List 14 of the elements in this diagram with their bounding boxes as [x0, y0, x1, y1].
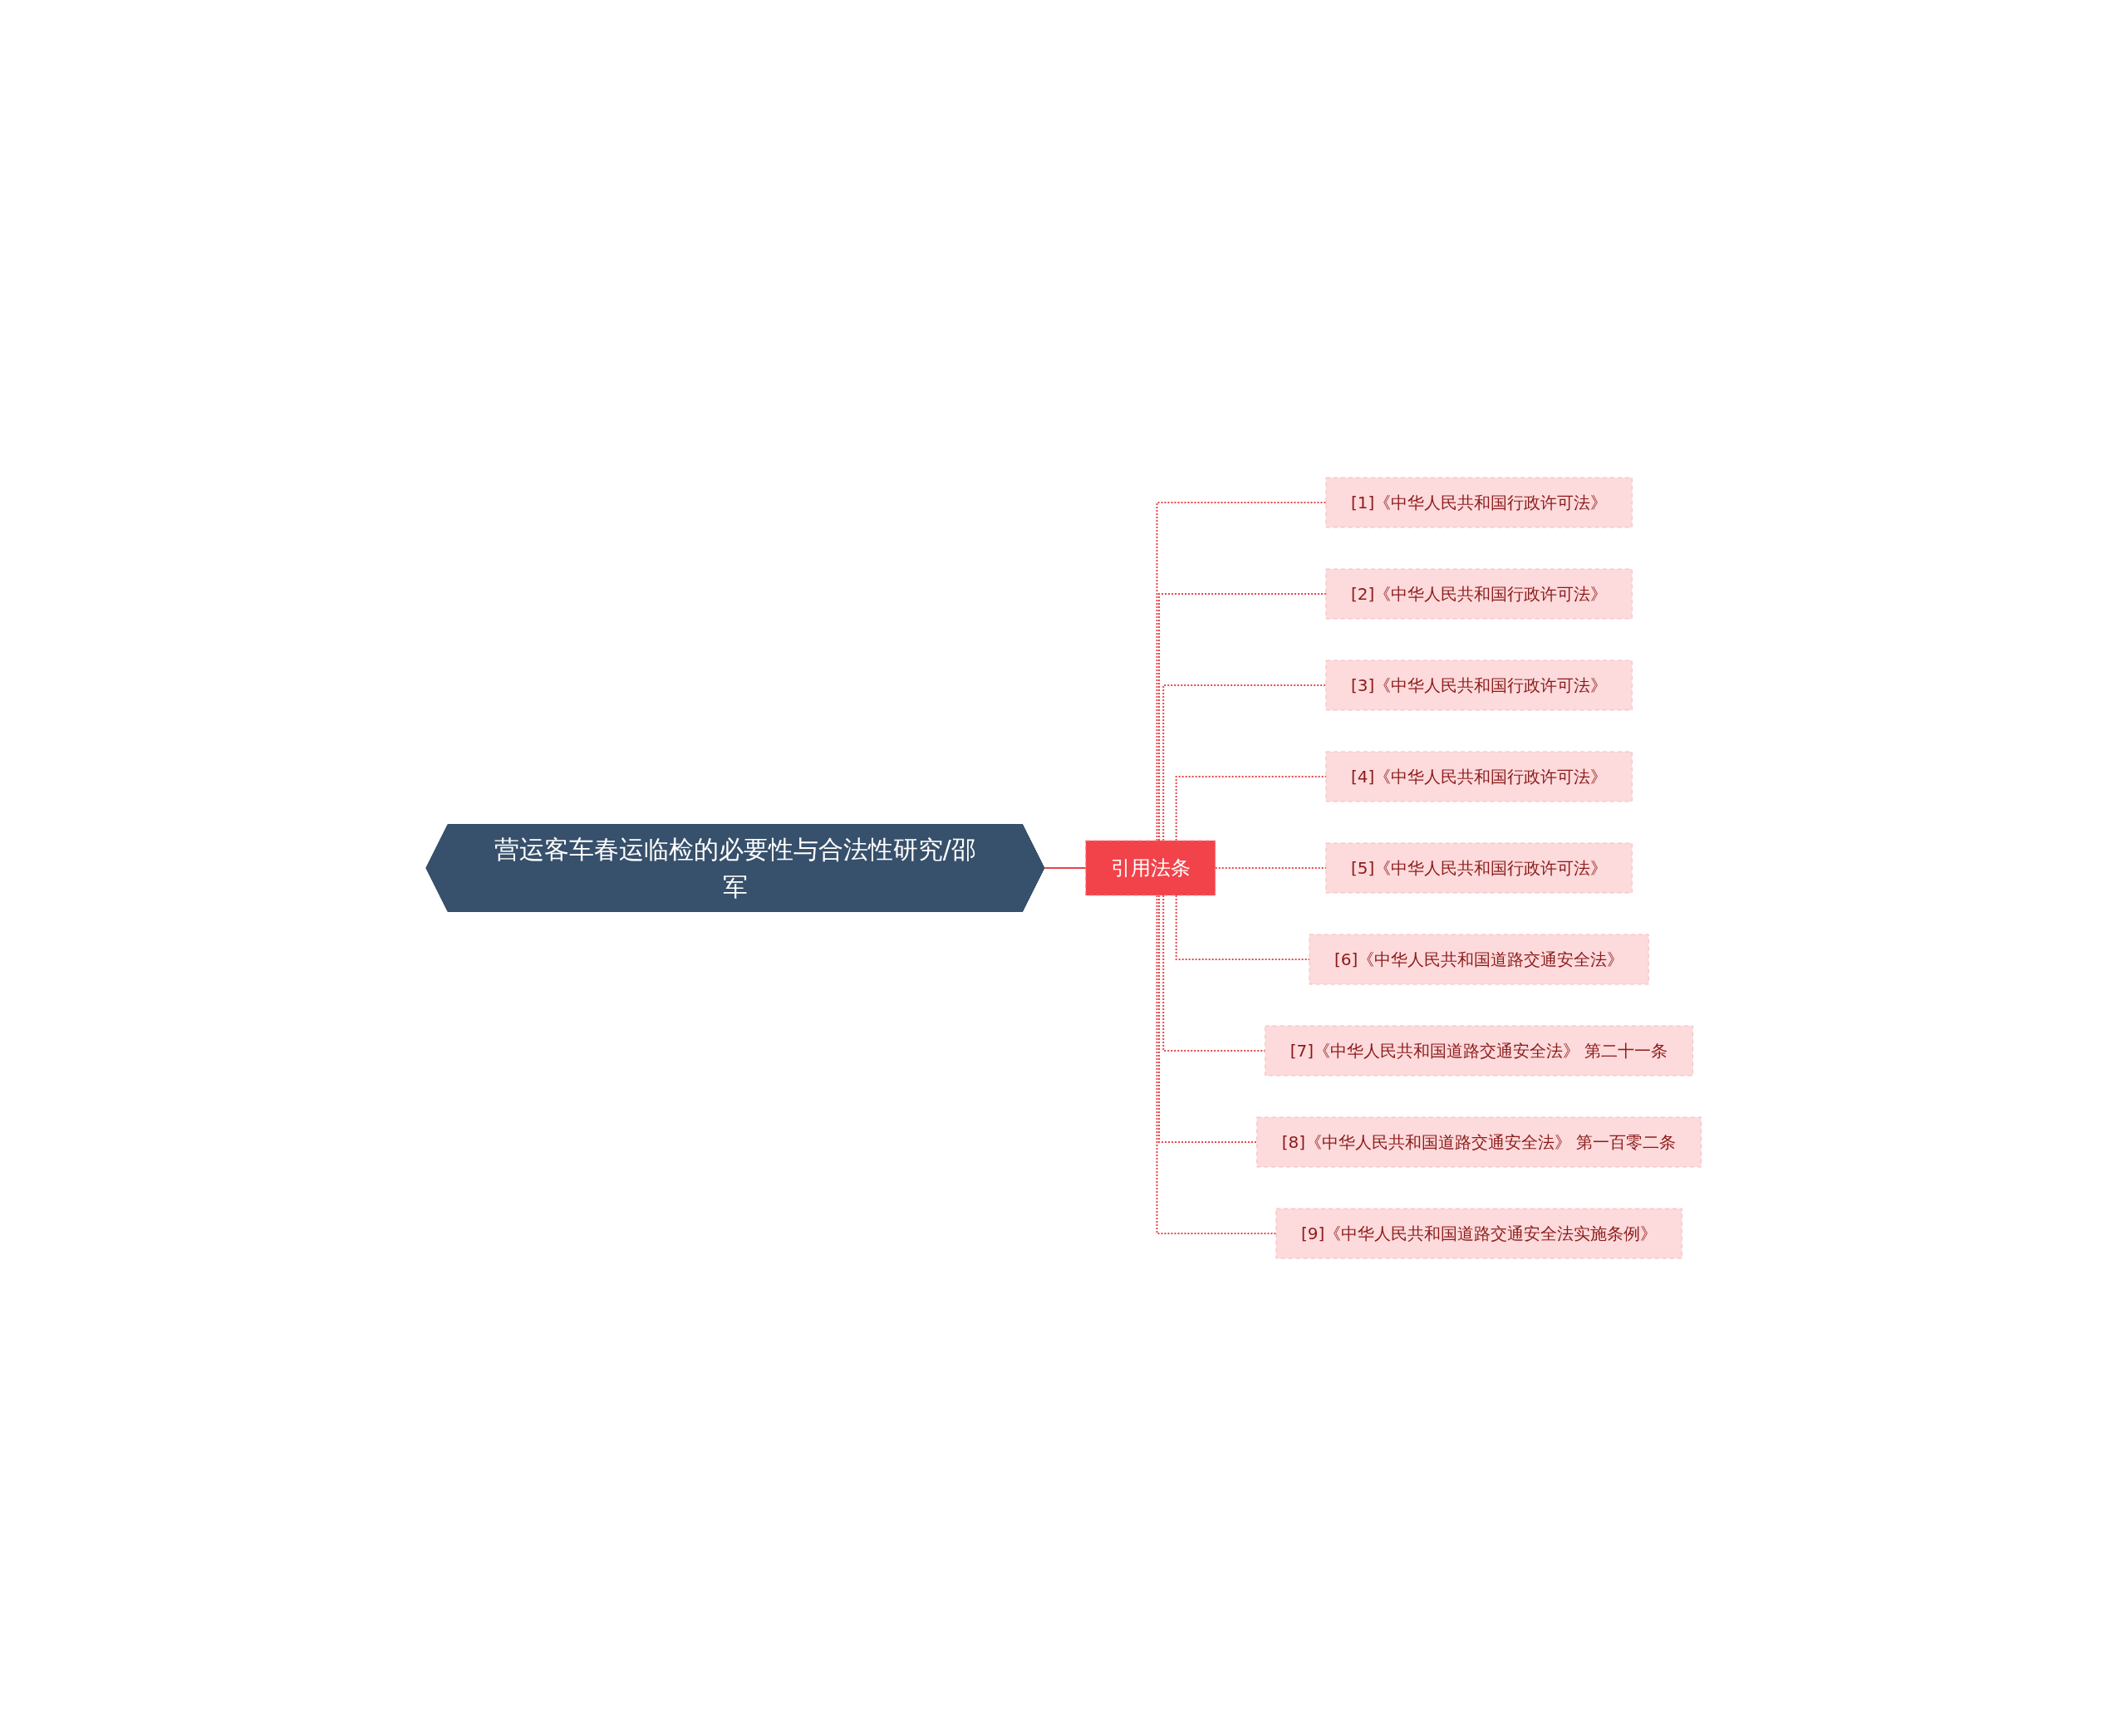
node-box: [5]《中华人民共和国行政许可法》 [1325, 842, 1633, 894]
node-box: [7]《中华人民共和国道路交通安全法》 第二十一条 [1265, 1025, 1693, 1076]
node-box: [8]《中华人民共和国道路交通安全法》 第一百零二条 [1256, 1116, 1702, 1168]
connector [1162, 684, 1327, 841]
node-box: 引用法条 [1085, 840, 1216, 896]
node-box: [6]《中华人民共和国道路交通安全法》 [1309, 934, 1649, 985]
connector [1156, 502, 1327, 841]
node-box: [2]《中华人民共和国行政许可法》 [1325, 568, 1633, 620]
connector [1157, 593, 1327, 841]
node-box: [4]《中华人民共和国行政许可法》 [1325, 751, 1633, 802]
node-box: [9]《中华人民共和国道路交通安全法实施条例》 [1275, 1208, 1682, 1259]
node-box: [3]《中华人民共和国行政许可法》 [1325, 660, 1633, 711]
node-box: [1]《中华人民共和国行政许可法》 [1325, 477, 1633, 528]
connector [1044, 867, 1087, 870]
